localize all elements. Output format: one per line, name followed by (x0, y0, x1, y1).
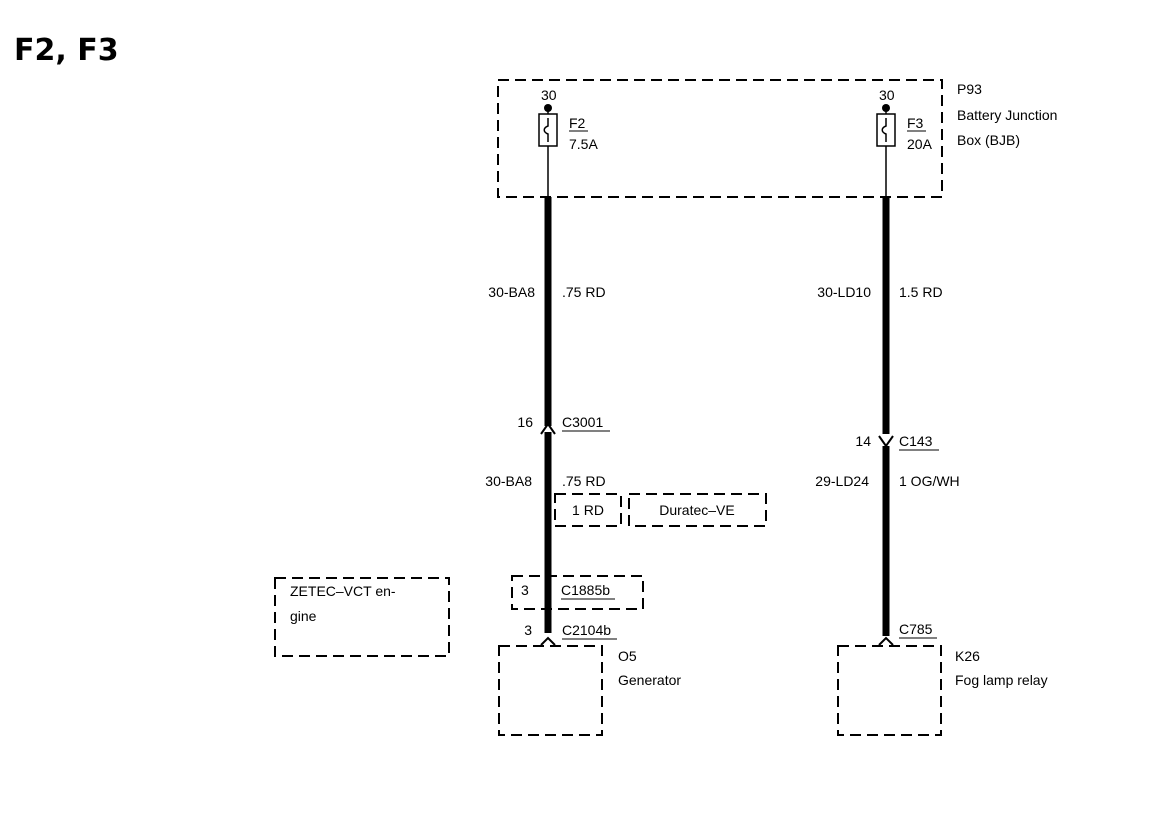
c3001-connector-icon (540, 422, 556, 435)
c2104b-name: C2104b (562, 622, 611, 638)
bjb-name-line2: Box (BJB) (957, 132, 1020, 148)
right-lower-wire: 1 OG/WH (899, 473, 960, 489)
alt-wire-label: 1 RD (572, 502, 604, 518)
fuse-f2-element-icon (543, 118, 549, 142)
connector-c1885b: 3 C1885b (511, 575, 644, 610)
c2104b-pin: 3 (524, 622, 532, 638)
connector-c143: 14 C143 (855, 433, 939, 451)
left-lower-circuit: 30-BA8 (485, 473, 532, 489)
c143-pin: 14 (855, 433, 871, 449)
c785-name: C785 (899, 621, 933, 637)
fuse-f3-element-icon (881, 118, 887, 142)
c143-name: C143 (899, 433, 933, 449)
right-harness-upper: 30-LD10 1.5 RD (817, 197, 943, 434)
fog-lamp-relay-component: K26 Fog lamp relay (837, 645, 1048, 736)
bjb-name-line1: Battery Junction (957, 107, 1057, 123)
zetec-note-line2: gine (290, 608, 317, 624)
left-harness-lower: 30-BA8 .75 RD 1 RD Duratec–VE (485, 432, 767, 633)
connector-c3001: 16 C3001 (517, 414, 610, 435)
fuse-f2-rating: 7.5A (569, 136, 598, 152)
left-upper-circuit: 30-BA8 (488, 284, 535, 300)
diagram-title: F2, F3 (14, 33, 119, 68)
generator-box (498, 645, 603, 736)
c3001-pin: 16 (517, 414, 533, 430)
fuse-f2: 30 F2 7.5A (538, 87, 598, 197)
connector-c785: C785 (878, 621, 937, 646)
c3001-name: C3001 (562, 414, 603, 430)
bjb-id: P93 (957, 81, 982, 97)
generator-id: O5 (618, 648, 637, 664)
c785-connector-icon (878, 636, 894, 646)
alt-wire-box (554, 493, 622, 527)
duratec-ve-label: Duratec–VE (659, 502, 734, 518)
fuse-f3: 30 F3 20A (876, 87, 933, 197)
duratec-ve-box (628, 493, 767, 527)
left-upper-wire: .75 RD (562, 284, 606, 300)
c1885b-pin: 3 (521, 582, 529, 598)
fuse-f3-terminal: 30 (879, 87, 895, 103)
right-lower-circuit: 29-LD24 (815, 473, 869, 489)
fog-relay-id: K26 (955, 648, 980, 664)
bjb-outline (497, 79, 943, 198)
right-harness-lower: 29-LD24 1 OG/WH (815, 446, 960, 636)
right-upper-circuit: 30-LD10 (817, 284, 871, 300)
connector-c2104b: 3 C2104b (524, 622, 617, 646)
generator-name: Generator (618, 672, 681, 688)
fuse-f2-terminal: 30 (541, 87, 557, 103)
c1885b-box (511, 575, 644, 610)
battery-junction-box: P93 Battery Junction Box (BJB) (497, 79, 1057, 198)
left-lower-wire: .75 RD (562, 473, 606, 489)
zetec-note-line1: ZETEC–VCT en- (290, 583, 396, 599)
fog-relay-name: Fog lamp relay (955, 672, 1048, 688)
right-upper-wire: 1.5 RD (899, 284, 943, 300)
zetec-note-box (274, 577, 450, 657)
fuse-f3-rating: 20A (907, 136, 933, 152)
generator-component: O5 Generator (498, 645, 681, 736)
c1885b-name: C1885b (561, 582, 610, 598)
fuse-f3-name: F3 (907, 115, 924, 131)
fog-relay-box (837, 645, 942, 736)
zetec-vct-engine-note: ZETEC–VCT en- gine (274, 577, 450, 657)
fuse-f2-name: F2 (569, 115, 586, 131)
c143-connector-icon (878, 435, 894, 448)
c2104b-connector-icon (540, 636, 556, 646)
left-harness-upper: 30-BA8 .75 RD (488, 197, 606, 426)
